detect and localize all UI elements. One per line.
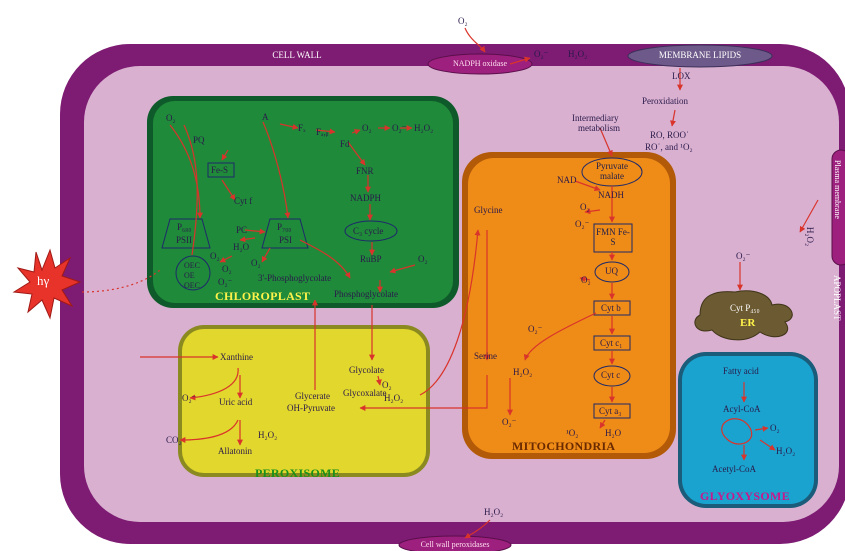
- chl-pglyc-label: Phosphoglycolate: [334, 290, 398, 299]
- chl-psi-label: PSI: [279, 236, 292, 245]
- perox-glycox: Glycoxalate: [343, 389, 386, 398]
- mito-uq: UQ: [605, 267, 618, 276]
- ro-line2-label: RO˙, and ¹O₂: [645, 143, 693, 152]
- mito-o2b: O₂: [581, 276, 591, 285]
- mito-serine: Serine: [474, 352, 497, 361]
- nadph-oxidase-label: NADPH oxidase: [453, 60, 507, 68]
- chl-o2-e: O₂: [418, 255, 428, 264]
- lox-label: LOX: [672, 72, 691, 81]
- chl-pgly-label: 3'-Phosphoglycolate: [258, 274, 331, 283]
- chl-rubp-label: RuBP: [360, 255, 382, 264]
- cell-wall-peroxidases-label: Cell wall peroxidases: [421, 541, 490, 549]
- right-h2o2-label: H₂O₂: [805, 227, 814, 246]
- intermediary-line1: Intermediary: [572, 114, 618, 123]
- ro-line1-label: RO, ROO˙: [650, 131, 689, 140]
- chl-fx-label: Fₓ: [298, 124, 306, 133]
- mitochondria-title: MITOCHONDRIA: [512, 440, 615, 452]
- glyox-h2o2: H₂O₂: [776, 447, 795, 456]
- er-cyt: Cyt P₄₅₀: [730, 304, 760, 313]
- perox-ohpyr: OH-Pyruvate: [287, 404, 335, 413]
- chl-fab-label: Fₐ,ᵦ: [316, 128, 328, 137]
- mito-nad: NAD: [557, 176, 577, 185]
- chl-h2o-label: H₂O: [233, 243, 249, 252]
- chl-p680-label: P₆₈₀: [177, 223, 191, 232]
- top-h2o2-label: H₂O₂: [568, 50, 587, 59]
- perox-glycerate: Glycerate: [295, 392, 330, 401]
- chl-fd-label: Fd: [340, 140, 350, 149]
- chloroplast-title: CHLOROPLAST: [215, 290, 310, 302]
- bottom-h2o2-label: H₂O₂: [484, 508, 503, 517]
- mito-cytb: Cyt b: [601, 304, 621, 313]
- glyox-fatty: Fatty acid: [723, 367, 759, 376]
- glyoxysome-inner: [682, 356, 814, 504]
- light-label: hγ: [37, 274, 49, 287]
- mito-cyta3: Cyt a₃: [599, 407, 621, 416]
- mito-h2o: H₂O: [605, 429, 621, 438]
- chl-oec1: OEC: [184, 262, 200, 270]
- chl-pc-label: PC: [236, 226, 247, 235]
- chl-oec2: OE: [184, 272, 195, 280]
- perox-o2rad: O₂⁻: [182, 394, 196, 403]
- chl-nadph-label: NADPH: [350, 194, 381, 203]
- mitochondria-inner: [468, 158, 670, 453]
- chl-a-label: A: [262, 113, 269, 122]
- perox-h2o2: H₂O₂: [258, 431, 277, 440]
- mito-o2c: ¹O₂: [566, 429, 578, 438]
- chl-o2-label: O₂: [166, 114, 176, 123]
- mito-glycine: Glycine: [474, 206, 503, 215]
- mito-o2rad2: O₂⁻: [528, 325, 542, 334]
- plasma-membrane-label: Plasma membrane: [833, 160, 842, 219]
- peroxidation-label: Peroxidation: [642, 97, 688, 106]
- chl-oec3: OEC: [184, 282, 200, 290]
- perox-glycolate: Glycolate: [349, 366, 384, 375]
- chl-pq-label: PQ: [193, 136, 205, 145]
- perox-xanthine: Xanthine: [220, 353, 253, 362]
- chl-cytf-label: Cyt f: [234, 197, 252, 206]
- er-o2rad: O₂⁻: [736, 252, 750, 261]
- top-o2-label: O₂: [458, 17, 468, 26]
- chl-h2o2-d: H₂O₂: [414, 124, 433, 133]
- mito-o2rad3: O₂⁻: [502, 418, 516, 427]
- mito-cytc: Cyt c: [601, 371, 620, 380]
- perox-co2: CO₂: [166, 436, 182, 445]
- intermediary-line2: metabolism: [578, 124, 620, 133]
- chl-c3-label: C₃ cycle: [353, 227, 383, 236]
- chl-o2-b: O₂: [222, 265, 232, 274]
- glyox-o2: O₂: [770, 424, 780, 433]
- membrane-lipids-label: MEMBRANE LIPIDS: [659, 51, 741, 60]
- chl-o2-a: O₂: [210, 252, 220, 261]
- perox-allatonin: Allatonin: [218, 447, 252, 456]
- mito-o2: O₂: [580, 203, 590, 212]
- chl-o2rad-d: O₂⁻: [392, 124, 406, 133]
- chl-o2rad-a: O₂⁻: [218, 278, 232, 287]
- peroxisome-title: PEROXISOME: [255, 467, 340, 479]
- chl-fes-label: Fe-S: [211, 166, 228, 175]
- er-title: ER: [740, 318, 755, 329]
- mito-nadh: NADH: [598, 191, 624, 200]
- mito-cytc1: Cyt c₁: [600, 339, 622, 348]
- perox-h2o2b: H₂O₂: [384, 394, 403, 403]
- mito-o2rad: O₂⁻: [575, 220, 589, 229]
- cell-wall-label: CELL WALL: [272, 51, 321, 60]
- mito-fmn: FMN Fe-S: [594, 224, 632, 252]
- top-superoxide-label: O₂⁻: [534, 50, 548, 59]
- chl-psii-label: PSII: [176, 236, 192, 245]
- perox-uric: Uric acid: [219, 398, 252, 407]
- chl-o2-d: O₂: [362, 124, 372, 133]
- chl-fnr-label: FNR: [356, 167, 374, 176]
- glyox-acyl: Acyl-CoA: [723, 405, 761, 414]
- glyox-acetyl: Acetyl-CoA: [712, 465, 756, 474]
- mito-pyruvate: Pyruvate malate: [586, 160, 638, 184]
- apoplast-label: APOPLAST: [832, 275, 842, 321]
- mito-h2o2: H₂O₂: [513, 368, 532, 377]
- chl-p700-label: P₇₀₀: [277, 223, 291, 232]
- glyoxysome-title: GLYOXYSOME: [700, 490, 790, 502]
- chl-o2-c: O₂: [251, 259, 261, 268]
